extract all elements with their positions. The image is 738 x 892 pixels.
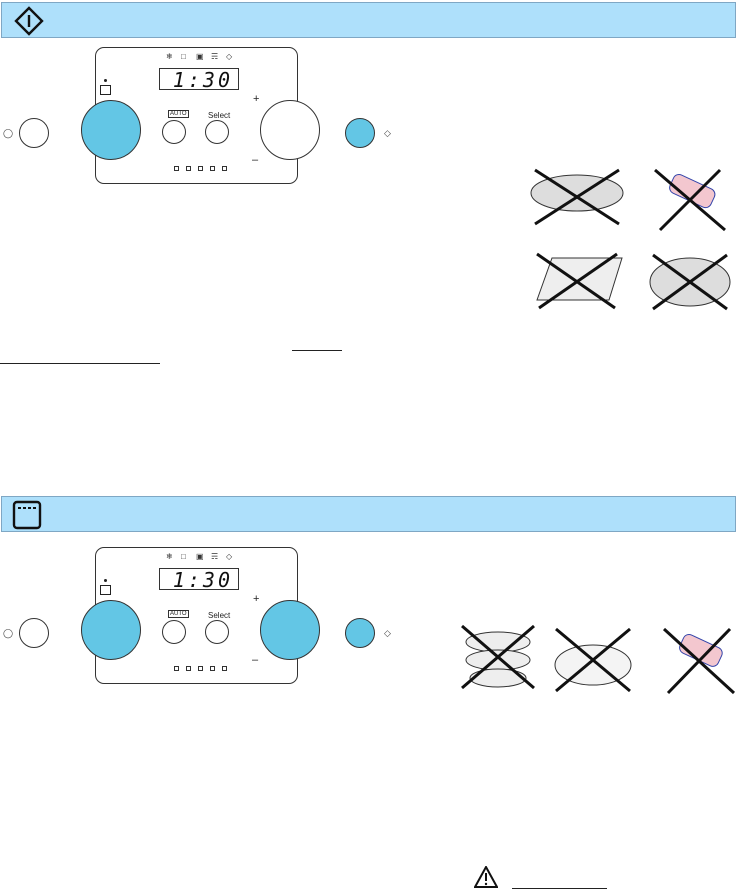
start-symbol-icon: ◇ — [384, 128, 391, 138]
defrost-icon-2: ❄ — [166, 552, 173, 561]
left-small-knob-2[interactable] — [19, 618, 49, 648]
display-time: 1:30 — [172, 68, 233, 92]
select-button-2[interactable] — [205, 620, 229, 644]
left-small-knob[interactable] — [19, 118, 49, 148]
crossed-rack-icon — [530, 168, 624, 226]
start-diamond-icon — [14, 6, 44, 36]
indicator-2-5 — [222, 666, 227, 671]
stop-symbol-icon: ◯ — [3, 128, 14, 138]
convection-icon: ▣ — [196, 52, 204, 61]
crisp-icon: ☴ — [211, 52, 219, 61]
crossed-bottle-icon-2 — [662, 627, 736, 695]
start-button[interactable] — [345, 118, 375, 148]
auto-button-2[interactable] — [162, 620, 186, 644]
power-level-knob[interactable] — [81, 100, 141, 160]
display-time-2: 1:30 — [172, 568, 233, 592]
warning-icon — [474, 866, 498, 888]
crossed-tray-icon — [536, 252, 623, 310]
indicator-3 — [198, 166, 203, 171]
combi-icon-2: ◇ — [226, 552, 233, 561]
time-knob[interactable] — [260, 100, 320, 160]
plus-label-2: + — [253, 593, 260, 605]
indicator-2-2 — [186, 666, 191, 671]
power-level-knob-2[interactable] — [81, 600, 141, 660]
combi-icon: ◇ — [226, 52, 233, 61]
time-knob-2[interactable] — [260, 600, 320, 660]
crossed-cover-icon — [554, 627, 632, 693]
section-1-banner — [1, 2, 736, 38]
section-2-banner — [1, 496, 736, 532]
link-underline-1 — [292, 350, 342, 351]
indicator-4 — [210, 166, 215, 171]
crossed-bowl-icon — [461, 624, 535, 690]
select-label-2: Select — [208, 611, 231, 620]
select-label: Select — [208, 111, 231, 120]
minus-label: – — [252, 154, 259, 166]
select-button[interactable] — [205, 120, 229, 144]
auto-label: AUTO — [168, 110, 189, 118]
minus-label-2: – — [252, 654, 259, 666]
stop-symbol-icon-2: ◯ — [3, 628, 14, 638]
power-button[interactable] — [100, 85, 111, 95]
indicator-2-4 — [210, 666, 215, 671]
crossed-plate-icon — [649, 253, 731, 311]
grill-icon-2: □ — [181, 552, 186, 561]
grill-icon: □ — [181, 52, 186, 61]
indicator-1 — [174, 166, 179, 171]
crossed-bottle-icon — [654, 168, 726, 232]
start-button-2[interactable] — [345, 618, 375, 648]
auto-label-2: AUTO — [168, 610, 189, 618]
power-dot — [104, 79, 107, 82]
defrost-icon: ❄ — [166, 52, 173, 61]
crisp-icon-2: ☴ — [211, 552, 219, 561]
start-symbol-icon-2: ◇ — [384, 628, 391, 638]
auto-button[interactable] — [162, 120, 186, 144]
plus-label: + — [253, 93, 260, 105]
convection-icon-2: ▣ — [196, 552, 204, 561]
link-underline-2 — [0, 363, 160, 364]
oven-icon — [12, 500, 42, 530]
time-display: 1:30 — [159, 68, 239, 92]
power-button-2[interactable] — [100, 585, 111, 595]
indicator-2 — [186, 166, 191, 171]
power-dot-2 — [104, 579, 107, 582]
indicator-5 — [222, 166, 227, 171]
warning-underline — [512, 888, 607, 889]
indicator-2-1 — [174, 666, 179, 671]
indicator-2-3 — [198, 666, 203, 671]
time-display-2: 1:30 — [159, 568, 239, 592]
